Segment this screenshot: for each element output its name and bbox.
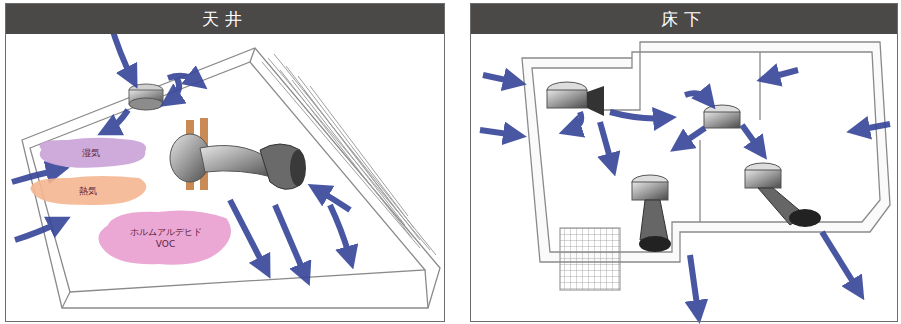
gas-label: ホルムアルデヒド VOC bbox=[121, 226, 211, 250]
gas-label: 湿気 bbox=[82, 147, 100, 159]
blob-outline bbox=[39, 138, 146, 168]
floor-arrows bbox=[480, 70, 890, 312]
gas-blob: ホルムアルデヒド VOC bbox=[93, 207, 238, 269]
gas-blob: 熱気 bbox=[24, 173, 152, 209]
gas-blob: 湿気 bbox=[32, 136, 150, 170]
duct-fan bbox=[170, 118, 306, 190]
blob-outline bbox=[98, 210, 231, 264]
gas-label: 熱気 bbox=[79, 185, 97, 197]
mesh bbox=[560, 228, 620, 290]
panel-heading: 天井 bbox=[6, 4, 444, 34]
blob-outline bbox=[30, 176, 146, 205]
panel-box: 天井湿気熱気ホルムアルデヒド VOC bbox=[5, 3, 445, 322]
panel-heading: 床下 bbox=[471, 4, 897, 34]
blob-shape bbox=[93, 207, 238, 269]
roof-frame bbox=[22, 48, 440, 308]
panel-box: 床下 bbox=[470, 3, 898, 322]
air-arrows bbox=[12, 22, 350, 275]
ceiling-fan bbox=[129, 84, 163, 110]
floor-fans bbox=[547, 82, 821, 252]
